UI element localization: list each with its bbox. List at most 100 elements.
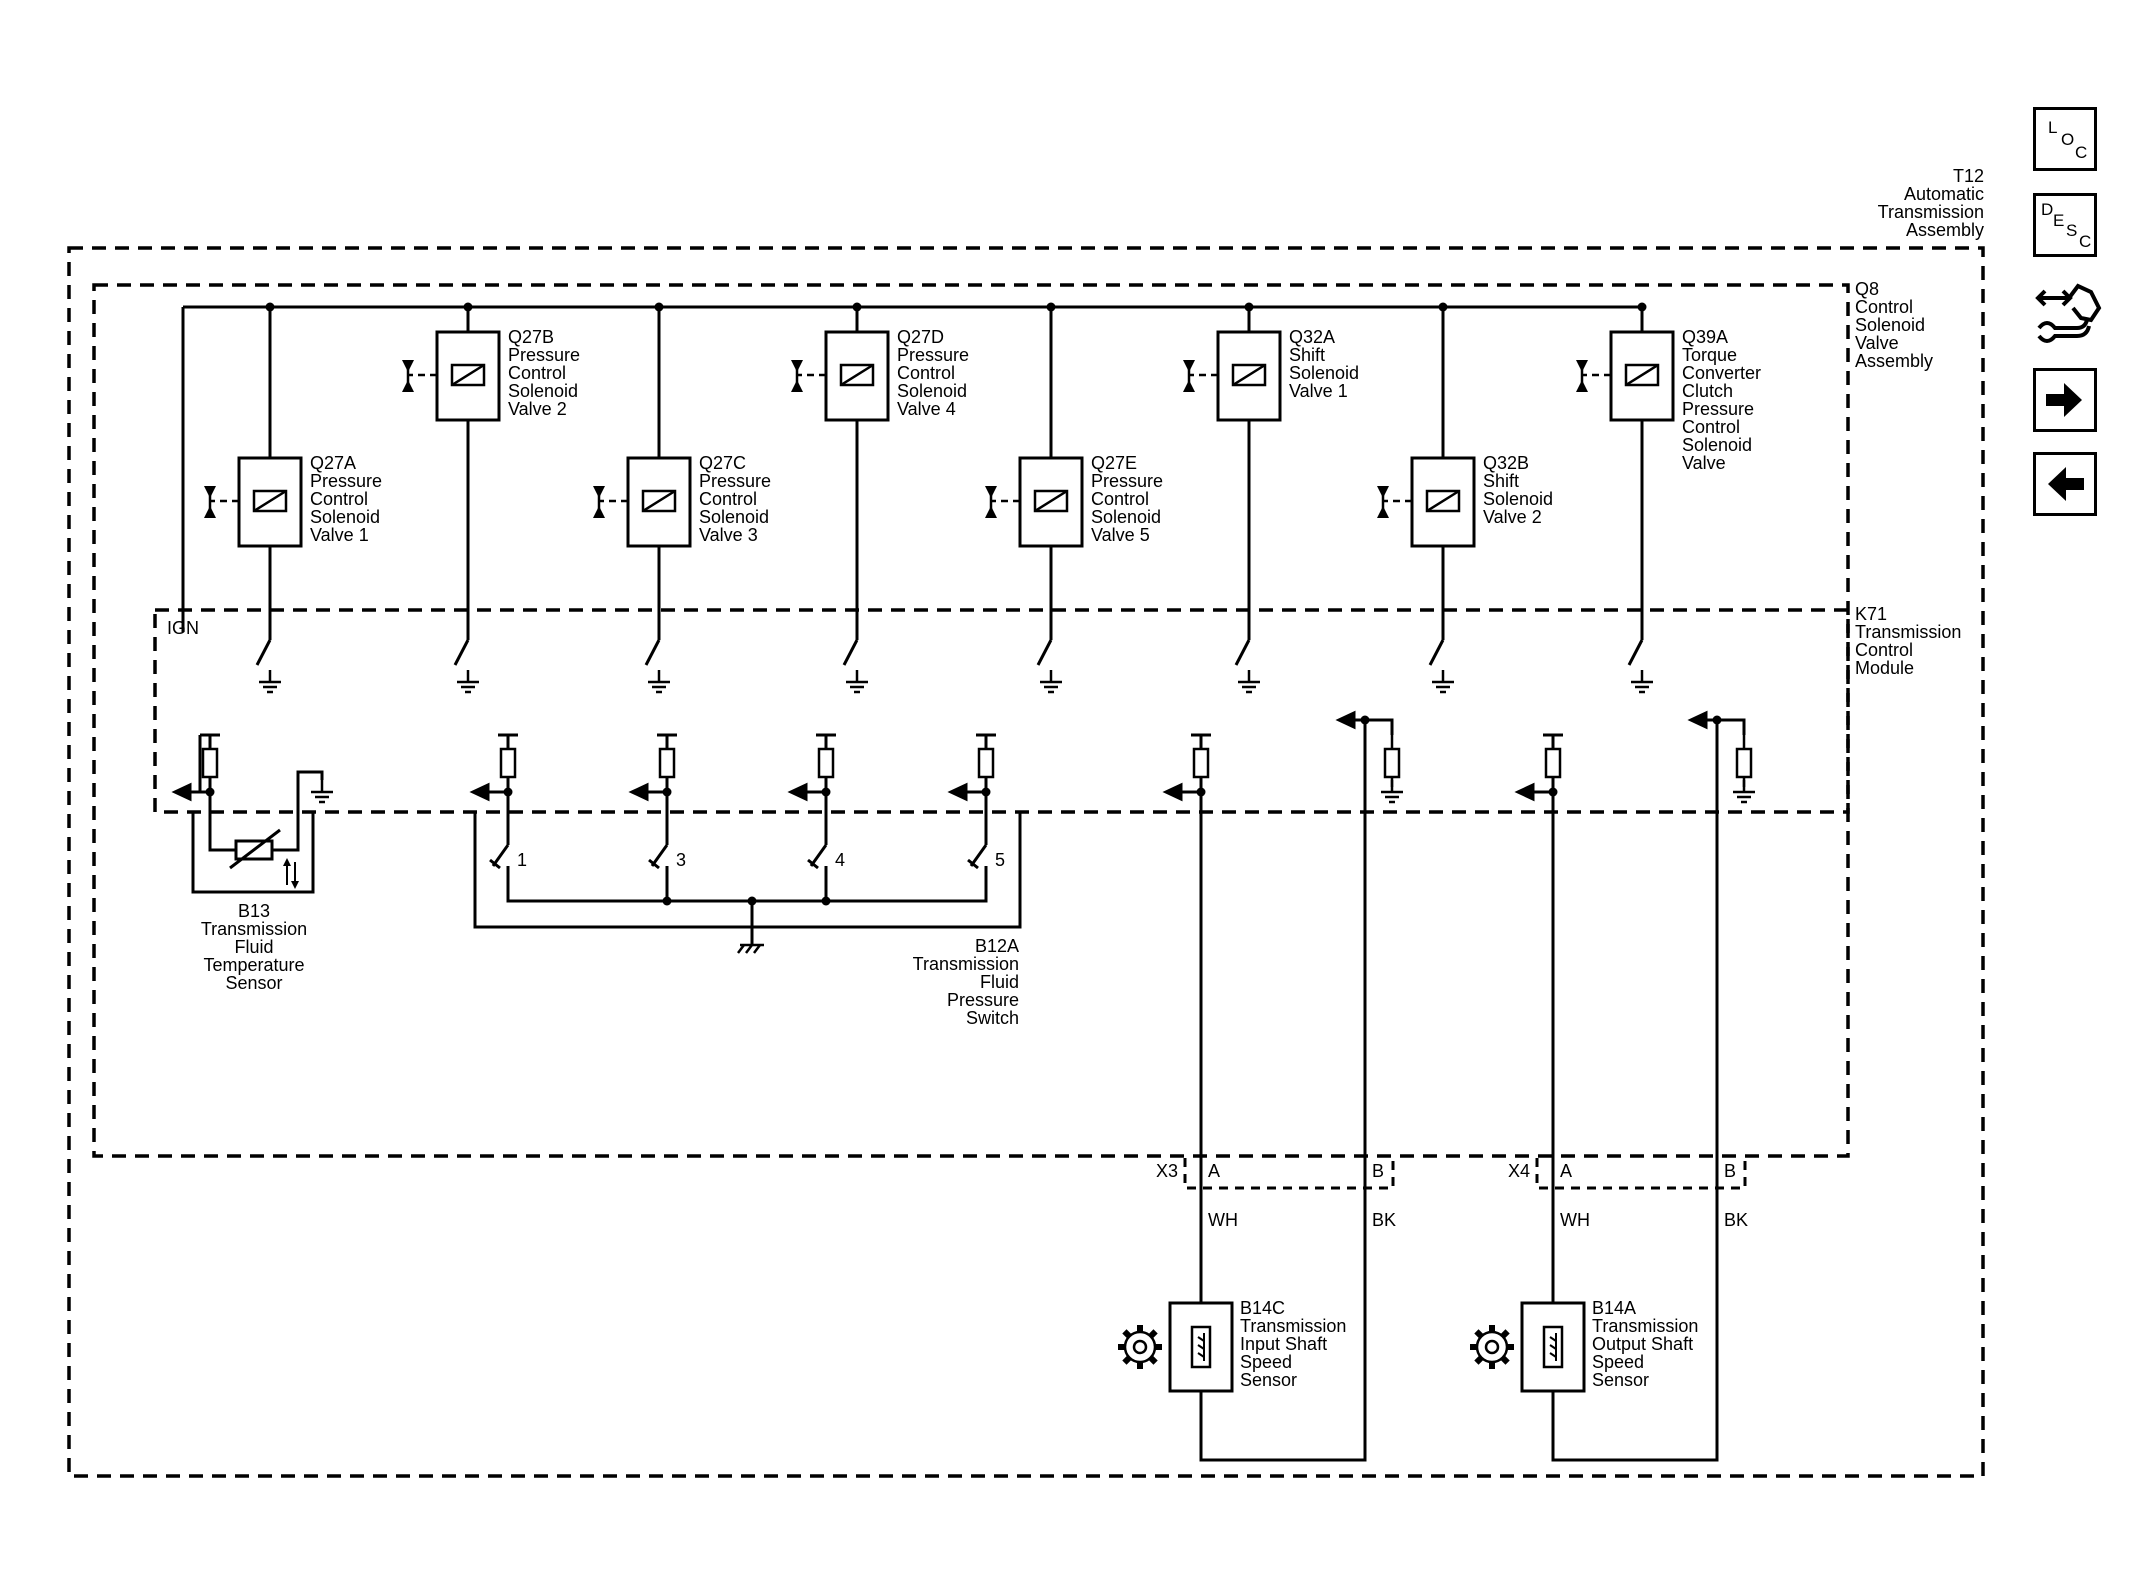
connector-outlines [1183, 1158, 1747, 1190]
desc-letter-c: C [2079, 232, 2092, 251]
loc-button[interactable]: L O C [2033, 107, 2097, 171]
low-ref-ground-x3 [1379, 778, 1405, 804]
svg-text:Valve 1: Valve 1 [310, 525, 369, 545]
svg-text:Control: Control [310, 489, 368, 509]
solenoid-label-q39a: Q39A Torque Converter Clutch Pressure Co… [1682, 327, 1761, 473]
solenoid-label-q27a: Q27A Pressure Control Solenoid Valve 1 [310, 453, 382, 545]
svg-text:K71: K71 [1855, 604, 1887, 624]
svg-text:WH: WH [1208, 1210, 1238, 1230]
svg-text:4: 4 [835, 850, 845, 870]
svg-text:B12A: B12A [975, 936, 1019, 956]
desc-button[interactable]: D E S C [2033, 193, 2097, 257]
b14a-symbol [1520, 1301, 1586, 1393]
svg-text:B14A: B14A [1592, 1298, 1636, 1318]
k71-input-circuits [198, 733, 1563, 792]
svg-text:3: 3 [676, 850, 686, 870]
svg-text:Transmission: Transmission [913, 954, 1019, 974]
svg-text:B13: B13 [238, 901, 270, 921]
previous-arrow-button[interactable] [2033, 452, 2097, 516]
svg-text:WH: WH [1560, 1210, 1590, 1230]
svg-text:Pressure: Pressure [947, 990, 1019, 1010]
k71-boundary [153, 608, 1850, 814]
svg-text:Input Shaft: Input Shaft [1240, 1334, 1327, 1354]
svg-text:Switch: Switch [966, 1008, 1019, 1028]
b12a-junctions [662, 896, 831, 906]
svg-text:Control: Control [1855, 297, 1913, 317]
svg-text:Output Shaft: Output Shaft [1592, 1334, 1693, 1354]
svg-text:Sensor: Sensor [1240, 1370, 1297, 1390]
svg-text:Valve 4: Valve 4 [897, 399, 956, 419]
ign-label: IGN [167, 618, 199, 638]
desc-letter-s: S [2066, 221, 2078, 240]
svg-text:Valve 5: Valve 5 [1091, 525, 1150, 545]
q8-label: Q8 Control Solenoid Valve Assembly [1855, 279, 1933, 371]
svg-text:Control: Control [1855, 640, 1913, 660]
b14c-gear-icon [1118, 1325, 1162, 1369]
svg-text:X3: X3 [1156, 1161, 1178, 1181]
svg-text:Fluid: Fluid [980, 972, 1019, 992]
b13-circuit [191, 770, 324, 894]
svg-text:Q27C: Q27C [699, 453, 746, 473]
svg-text:A: A [1208, 1161, 1220, 1181]
svg-text:Transmission: Transmission [201, 919, 307, 939]
svg-text:Pressure: Pressure [1682, 399, 1754, 419]
svg-text:Pressure: Pressure [508, 345, 580, 365]
solenoid-q27d-symbol [789, 330, 890, 422]
pullup-resistors [201, 733, 1562, 789]
solenoid-label-q32a: Q32A Shift Solenoid Valve 1 [1289, 327, 1359, 401]
svg-text:Q27D: Q27D [897, 327, 944, 347]
svg-text:A: A [1560, 1161, 1572, 1181]
driver-grounds [257, 668, 1655, 694]
svg-text:Control: Control [508, 363, 566, 383]
b12a-circuit [473, 792, 1022, 945]
svg-text:Transmission: Transmission [1878, 202, 1984, 222]
svg-text:B14C: B14C [1240, 1298, 1285, 1318]
svg-text:Q39A: Q39A [1682, 327, 1728, 347]
connector-tool-icon[interactable] [2033, 278, 2105, 350]
svg-text:T12: T12 [1953, 166, 1984, 186]
svg-text:BK: BK [1724, 1210, 1748, 1230]
svg-text:Control: Control [1091, 489, 1149, 509]
loc-letter-l: L [2048, 118, 2058, 137]
svg-text:Valve 2: Valve 2 [508, 399, 567, 419]
ign-supply-bus [181, 305, 1642, 632]
solenoid-q32a-symbol [1181, 330, 1282, 422]
svg-text:Valve 2: Valve 2 [1483, 507, 1542, 527]
svg-text:Converter: Converter [1682, 363, 1761, 383]
solenoid-q27c-symbol [591, 456, 692, 548]
svg-text:Assembly: Assembly [1906, 220, 1984, 240]
left-arrow-icon [2048, 467, 2084, 501]
solenoid-label-q27d: Q27D Pressure Control Solenoid Valve 4 [897, 327, 969, 419]
b12a-label: B12A Transmission Fluid Pressure Switch [913, 936, 1019, 1028]
low-ref-resistor-x4 [1735, 733, 1753, 789]
svg-text:Solenoid: Solenoid [1289, 363, 1359, 383]
svg-text:Sensor: Sensor [1592, 1370, 1649, 1390]
b14c-symbol [1168, 1301, 1234, 1393]
svg-text:Speed: Speed [1240, 1352, 1292, 1372]
svg-text:Fluid: Fluid [234, 937, 273, 957]
svg-text:Solenoid: Solenoid [1483, 489, 1553, 509]
next-arrow-button[interactable] [2033, 368, 2097, 432]
connector-x3-labels: X3 A B WH BK [1156, 1161, 1396, 1230]
solenoid-q32b-symbol [1375, 456, 1476, 548]
svg-text:B: B [1372, 1161, 1384, 1181]
svg-text:Pressure: Pressure [310, 471, 382, 491]
svg-text:Temperature: Temperature [203, 955, 304, 975]
svg-text:Assembly: Assembly [1855, 351, 1933, 371]
svg-text:Solenoid: Solenoid [508, 381, 578, 401]
solenoid-label-q32b: Q32B Shift Solenoid Valve 2 [1483, 453, 1553, 527]
solenoid-q27e-symbol [983, 456, 1084, 548]
svg-text:Valve 1: Valve 1 [1289, 381, 1348, 401]
solenoid-label-q27e: Q27E Pressure Control Solenoid Valve 5 [1091, 453, 1163, 545]
svg-text:Solenoid: Solenoid [699, 507, 769, 527]
solenoid-q27a-symbol [202, 456, 303, 548]
svg-text:Transmission: Transmission [1592, 1316, 1698, 1336]
speed-sensor-wires [1199, 720, 1719, 1462]
svg-text:Solenoid: Solenoid [1091, 507, 1161, 527]
svg-text:BK: BK [1372, 1210, 1396, 1230]
solenoid-q27b-symbol [400, 330, 501, 422]
svg-text:Torque: Torque [1682, 345, 1737, 365]
svg-text:Pressure: Pressure [1091, 471, 1163, 491]
b13-label: B13 Transmission Fluid Temperature Senso… [201, 901, 307, 993]
